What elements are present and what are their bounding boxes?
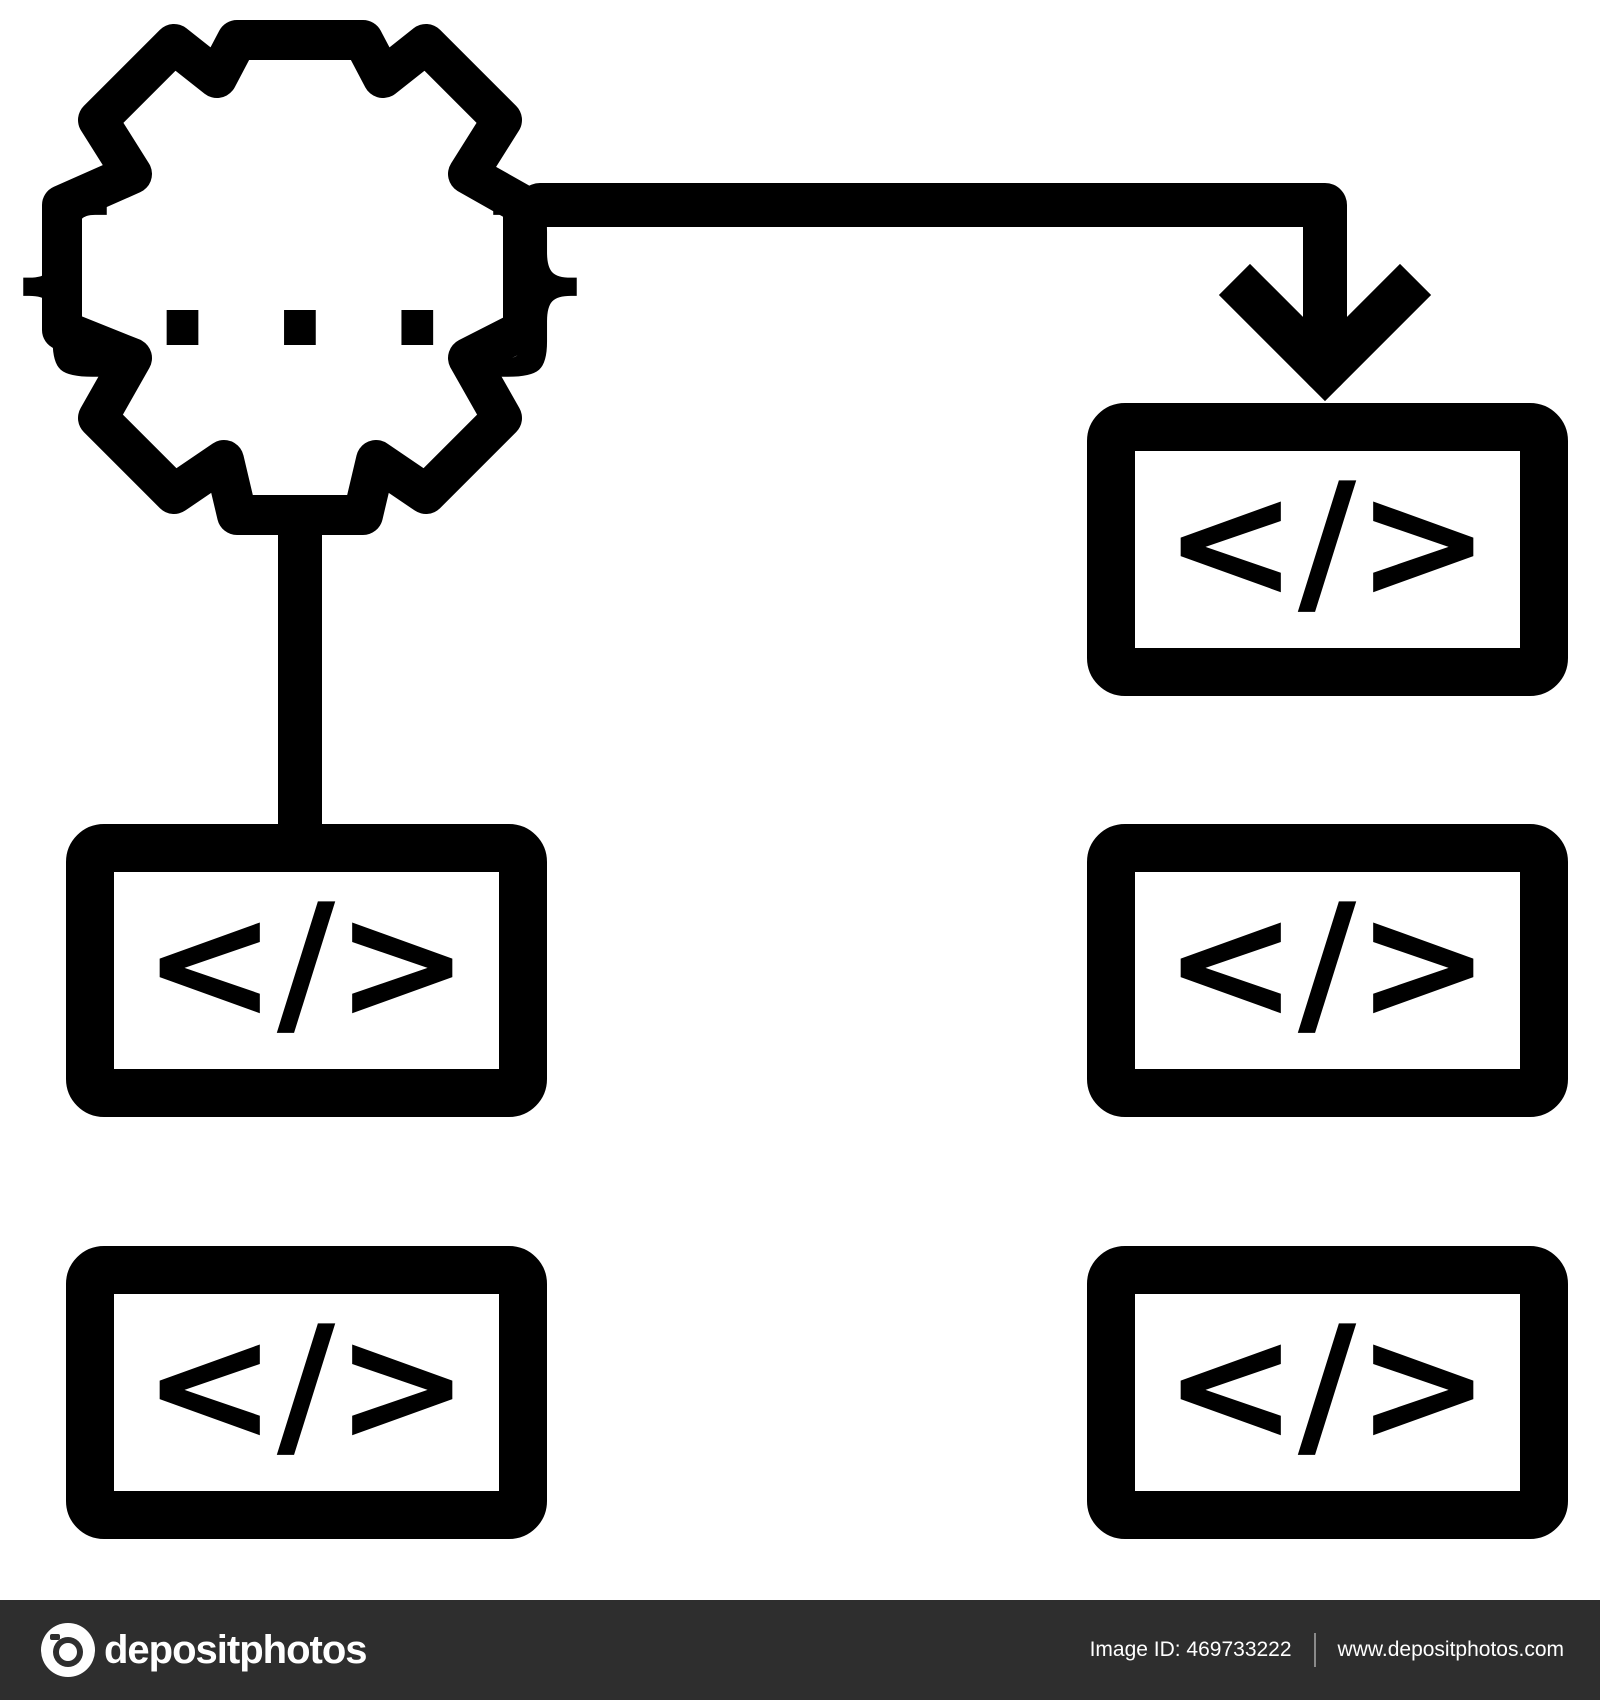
gear-label: {...} xyxy=(7,164,594,391)
gear-icon: {...} xyxy=(7,20,594,535)
code-box-top-right: </> xyxy=(1087,403,1568,696)
site-url[interactable]: www.depositphotos.com xyxy=(1337,1638,1564,1661)
footer-info: Image ID: 469733222 www.depositphotos.co… xyxy=(1090,1600,1564,1700)
code-box-bottom-right: </> xyxy=(1087,1246,1568,1539)
depositphotos-logo[interactable]: depositphotos xyxy=(40,1622,368,1678)
footer-divider xyxy=(1313,1633,1316,1667)
code-box-middle-right: </> xyxy=(1087,824,1568,1117)
diagram-svg: {...} </> </> </> </> </> xyxy=(7,20,1568,1539)
logo-text: depositphotos xyxy=(104,1627,368,1672)
camera-logo-icon xyxy=(41,1623,95,1677)
connector-gear-to-top-right xyxy=(518,183,1432,402)
diagram-canvas: {...} </> </> </> </> </> xyxy=(7,20,1568,1539)
image-id: Image ID: 469733222 xyxy=(1089,1638,1292,1661)
code-box-bottom-left: </> xyxy=(66,1246,547,1539)
code-icon: </> xyxy=(1164,1291,1491,1478)
code-box-middle-left: </> xyxy=(66,824,547,1117)
footer-bar: depositphotos Image ID: 469733222 www.de… xyxy=(0,1600,1600,1700)
code-icon: </> xyxy=(1164,869,1491,1056)
code-icon: </> xyxy=(143,1291,470,1478)
code-icon: </> xyxy=(1164,448,1491,635)
code-icon: </> xyxy=(143,869,470,1056)
arrow-head-icon xyxy=(1218,263,1432,402)
